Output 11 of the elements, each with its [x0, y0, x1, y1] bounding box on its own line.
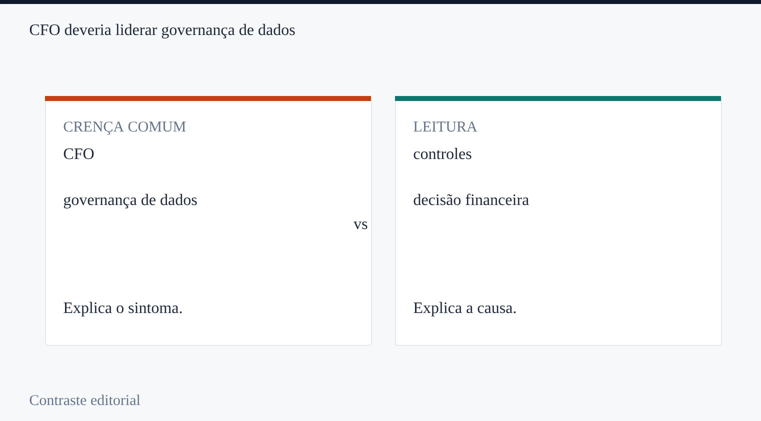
card-note: Explica a causa.: [414, 302, 516, 316]
versus-label: vs: [354, 221, 368, 230]
caption: Contraste editorial: [30, 394, 140, 406]
title: CFO deveria liderar governança de dados: [30, 24, 295, 38]
card-heading: CRENÇA COMUM: [64, 122, 186, 135]
card-heading: LEITURA: [414, 122, 478, 132]
card-text: governança de dados: [64, 194, 197, 208]
card-text: decisão financeira: [414, 194, 529, 206]
card-text: CFO: [64, 148, 94, 160]
card-note: Explica o sintoma.: [64, 302, 182, 316]
card-text: controles: [414, 148, 472, 160]
